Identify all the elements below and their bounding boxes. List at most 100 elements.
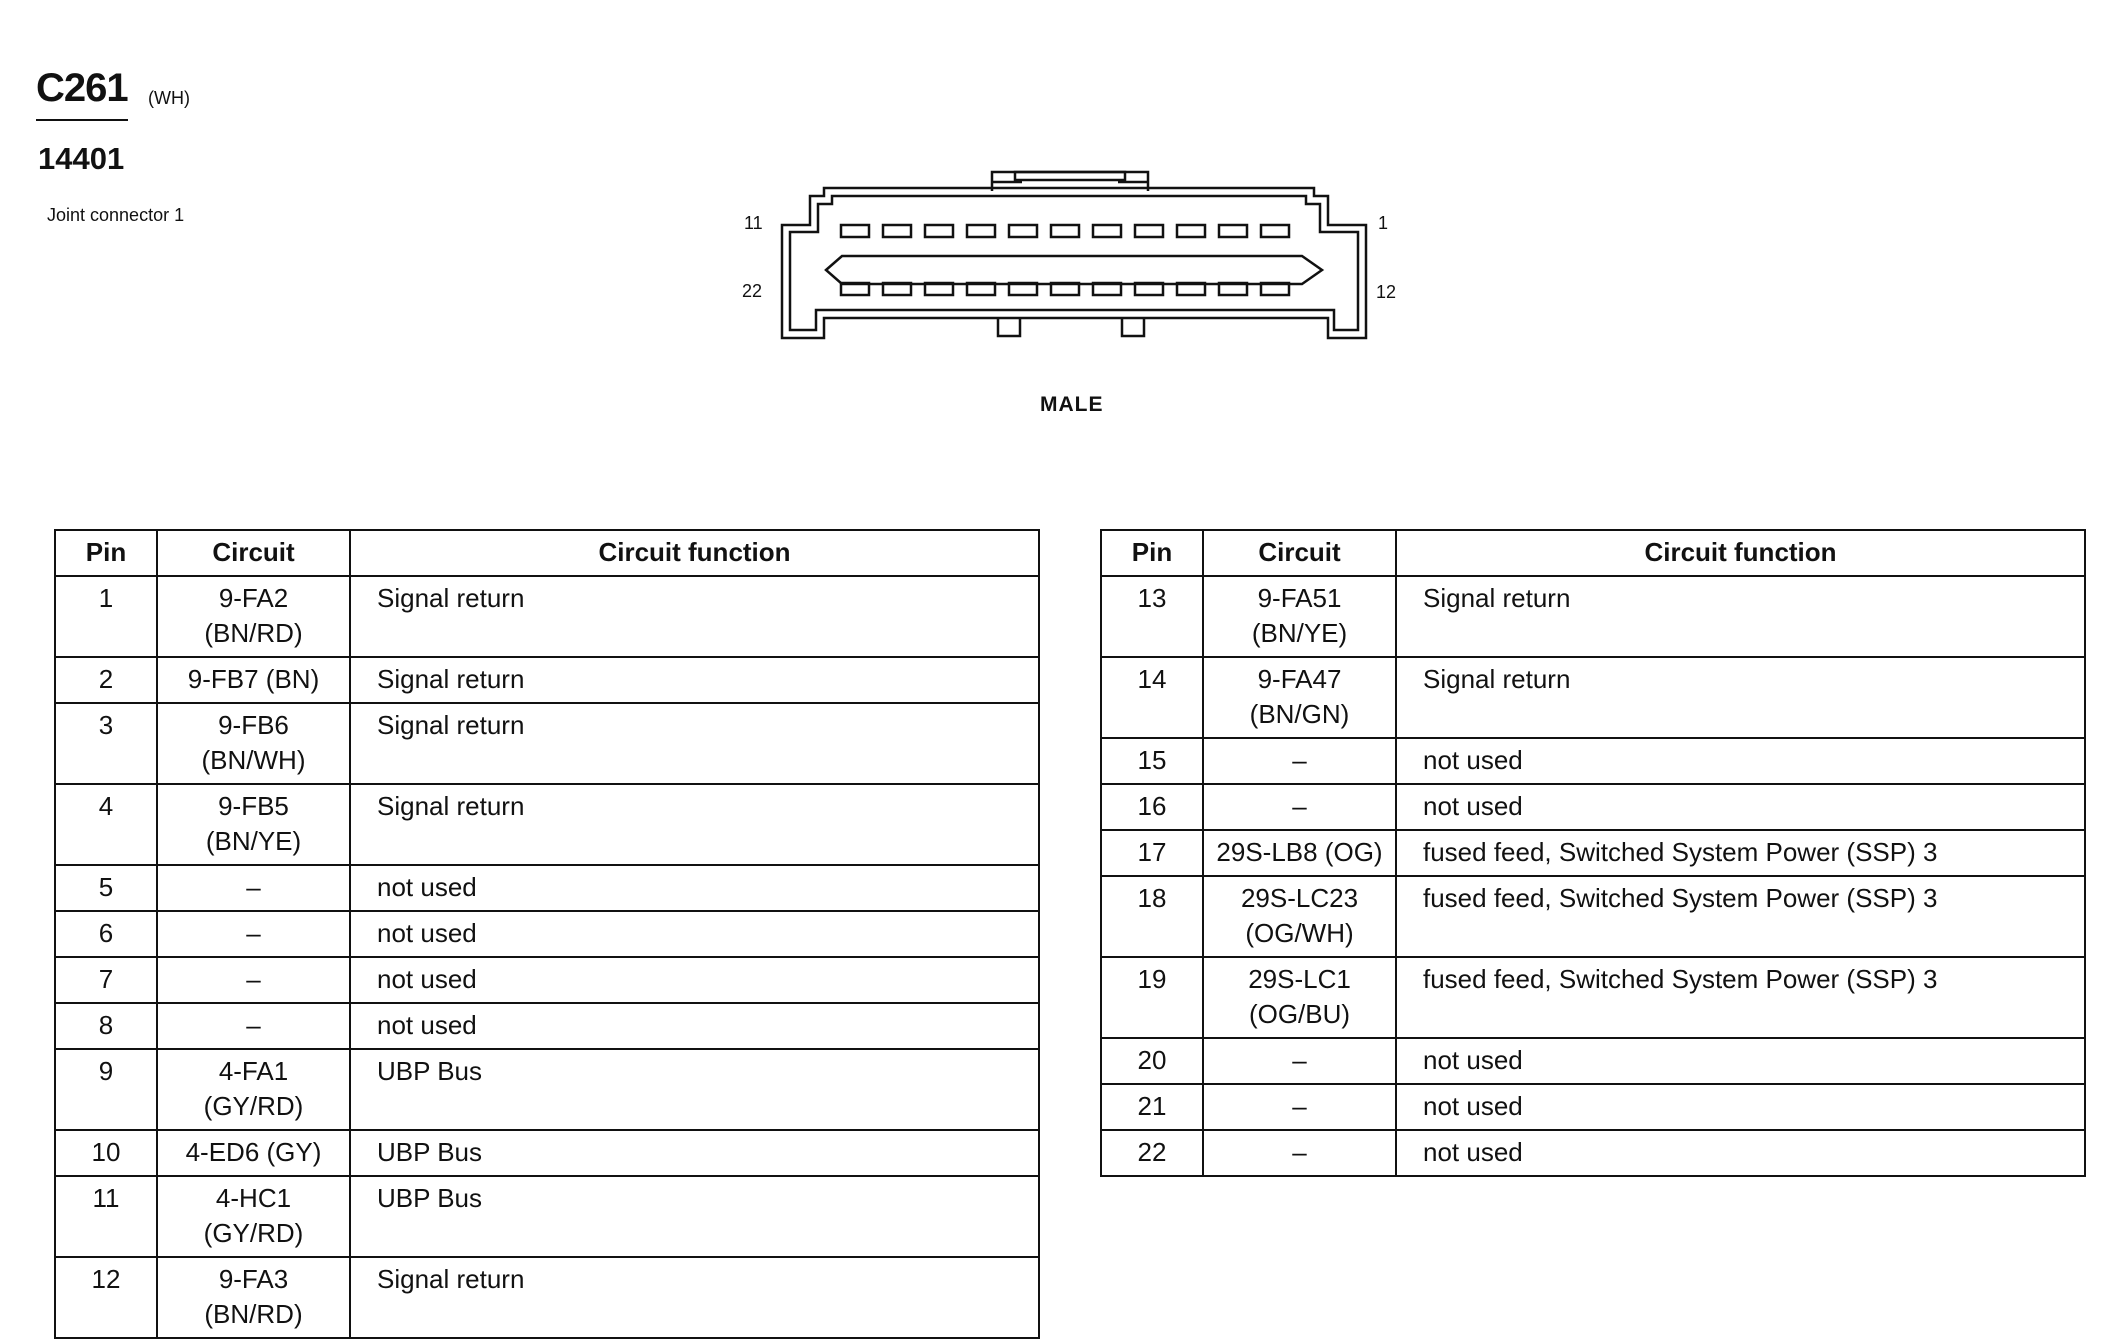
connector-description: Joint connector 1 xyxy=(47,205,185,225)
pin-label-bottom-right: 12 xyxy=(1376,282,1396,302)
circuit-cell: 4-HC1 (GY/RD) xyxy=(156,1175,351,1258)
circuit-function-cell: UBP Bus xyxy=(349,1175,1040,1258)
circuit-function-cell: not used xyxy=(1395,737,2086,785)
table-row: 5–not used xyxy=(54,864,1040,912)
circuit-cell: 9-FB7 (BN) xyxy=(156,656,351,704)
circuit-cell: – xyxy=(1202,1083,1397,1131)
circuit-line: (BN/RD) xyxy=(204,618,303,648)
circuit-line: 4-ED6 (GY) xyxy=(185,1137,322,1167)
table-row: 15 – not used xyxy=(1100,737,2086,785)
table-row: 7–not used xyxy=(54,956,1040,1004)
circuit-function-cell: Signal return xyxy=(349,1256,1040,1339)
circuit-function-cell: UBP Bus xyxy=(349,1048,1040,1131)
circuit-function-cell: Signal return xyxy=(349,783,1040,866)
pin-number-cell: 10 xyxy=(54,1129,158,1177)
pin-number-cell: 9 xyxy=(54,1048,158,1131)
pin-number-cell: 18 xyxy=(1100,875,1204,958)
pin-number-cell: 21 xyxy=(1100,1083,1204,1131)
circuit-cell: 29S-LC1 (OG/BU) xyxy=(1202,956,1397,1039)
pin-number-cell: 13 xyxy=(1100,575,1204,658)
function-column-header: Circuit function xyxy=(349,529,1040,577)
pin-number-cell: 15 xyxy=(1100,737,1204,785)
circuit-function-cell: fused feed, Switched System Power (SSP) … xyxy=(1395,956,2086,1039)
circuit-function-cell: Signal return xyxy=(349,702,1040,785)
circuit-cell: – xyxy=(1202,1037,1397,1085)
pin-number-cell: 11 xyxy=(54,1175,158,1258)
circuit-function-cell: Signal return xyxy=(349,656,1040,704)
table-row: 6–not used xyxy=(54,910,1040,958)
circuit-function-cell: Signal return xyxy=(349,575,1040,658)
circuit-column-header: Circuit xyxy=(156,529,351,577)
circuit-function-cell: Signal return xyxy=(1395,656,2086,739)
pin-number-cell: 2 xyxy=(54,656,158,704)
circuit-function-cell: not used xyxy=(1395,1083,2086,1131)
circuit-function-cell: fused feed, Switched System Power (SSP) … xyxy=(1395,829,2086,877)
pin-number-cell: 20 xyxy=(1100,1037,1204,1085)
circuit-line: – xyxy=(1292,1091,1307,1121)
pin-number-cell: 8 xyxy=(54,1002,158,1050)
circuit-cell: 4-FA1 (GY/RD) xyxy=(156,1048,351,1131)
connector-face-diagram: 11 1 22 12 xyxy=(730,160,1410,375)
table-row: 16–not used xyxy=(1100,783,2086,831)
table-header-row: Pin Circuit Circuit function xyxy=(1100,529,2086,577)
circuit-cell: 9-FA2(BN/RD) xyxy=(156,575,351,658)
connector-color: (WH) xyxy=(148,88,190,108)
circuit-line: – xyxy=(1292,745,1307,775)
circuit-cell: 9-FB6 (BN/WH) xyxy=(156,702,351,785)
circuit-column-header: Circuit xyxy=(1202,529,1397,577)
circuit-line: 9-FB7 (BN) xyxy=(187,664,320,694)
circuit-function-cell: not used xyxy=(1395,1037,2086,1085)
circuit-function-cell: not used xyxy=(349,1002,1040,1050)
table-row: 10 4-ED6 (GY) UBP Bus xyxy=(54,1129,1040,1177)
circuit-cell: – xyxy=(156,910,351,958)
pin-column-header: Pin xyxy=(1100,529,1204,577)
circuit-cell: – xyxy=(156,956,351,1004)
circuit-cell: 29S-LB8 (OG) xyxy=(1202,829,1397,877)
circuit-line: (BN/YE) xyxy=(1251,618,1348,648)
circuit-line: – xyxy=(1292,1045,1307,1075)
circuit-line: – xyxy=(246,964,261,994)
circuit-line: (OG/BU) xyxy=(1248,999,1351,1029)
table-header-row: Pin Circuit Circuit function xyxy=(54,529,1040,577)
circuit-line: 9-FB5 xyxy=(218,791,289,821)
pin-label-top-left: 11 xyxy=(744,213,763,233)
circuit-line: (BN/YE) xyxy=(205,826,302,856)
table-row: 20 – not used xyxy=(1100,1037,2086,1085)
connector-id: C261 xyxy=(36,66,129,110)
circuit-line: – xyxy=(246,918,261,948)
table-row: 21 – not used xyxy=(1100,1083,2086,1131)
circuit-cell: – xyxy=(1202,783,1397,831)
circuit-cell: – xyxy=(156,864,351,912)
circuit-cell: 9-FA47 (BN/GN) xyxy=(1202,656,1397,739)
circuit-line: – xyxy=(1292,1137,1307,1167)
circuit-line: – xyxy=(246,1010,261,1040)
circuit-line: (BN/WH) xyxy=(201,745,306,775)
circuit-function-cell: not used xyxy=(1395,1129,2086,1177)
circuit-line: 29S-LC1 xyxy=(1248,964,1351,994)
circuit-line: (BN/RD) xyxy=(204,1299,303,1329)
circuit-cell: 9-FA51(BN/YE) xyxy=(1202,575,1397,658)
circuit-line: 29S-LB8 (OG) xyxy=(1216,837,1383,867)
connector-gender-label: MALE xyxy=(1040,393,1104,416)
part-number: 14401 xyxy=(38,141,125,176)
circuit-function-cell: UBP Bus xyxy=(349,1129,1040,1177)
circuit-line: 9-FA47 xyxy=(1257,664,1342,694)
circuit-line: 9-FB6 xyxy=(218,710,289,740)
circuit-function-cell: not used xyxy=(1395,783,2086,831)
pin-number-cell: 17 xyxy=(1100,829,1204,877)
circuit-line: – xyxy=(1292,791,1307,821)
circuit-function-cell: not used xyxy=(349,864,1040,912)
circuit-cell: 9-FB5 (BN/YE) xyxy=(156,783,351,866)
circuit-cell: – xyxy=(156,1002,351,1050)
circuit-function-cell: not used xyxy=(349,956,1040,1004)
circuit-line: (BN/GN) xyxy=(1249,699,1350,729)
circuit-line: 9-FA3 xyxy=(218,1264,289,1294)
